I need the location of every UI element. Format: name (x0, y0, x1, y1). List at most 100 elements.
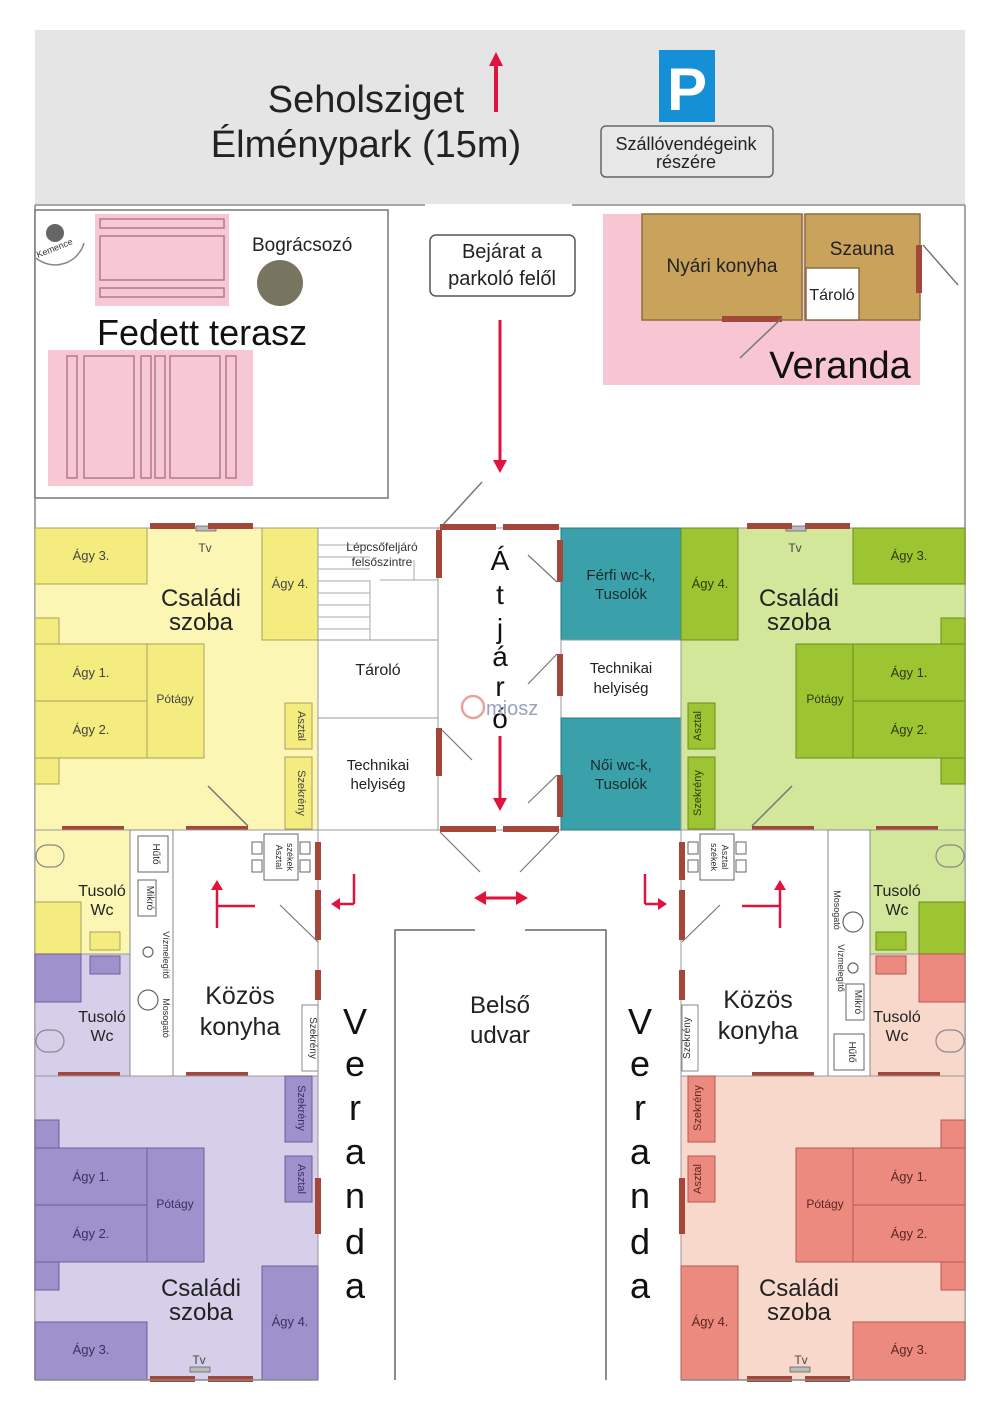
bed-2-label: Ágy 2. (73, 1226, 110, 1241)
veranda-left-letter: V (343, 1001, 367, 1042)
inner-yard-outline (394, 929, 475, 1380)
table-chairs-label-2: székek (709, 843, 719, 872)
table-label: Asztal (692, 1164, 704, 1194)
fridge (833, 1033, 865, 1071)
bed-2-label: Ágy 2. (891, 722, 928, 737)
bed-4 (261, 527, 319, 641)
door (557, 775, 563, 817)
sink-icon (137, 989, 159, 1011)
family-room-label-line1: Családi (161, 1275, 241, 1302)
bed-1-label: Ágy 1. (891, 665, 928, 680)
tv-label: Tv (794, 1353, 807, 1367)
veranda-left-letter: a (345, 1265, 366, 1306)
wardrobe (687, 1075, 716, 1143)
watermark-logo-icon (460, 694, 486, 720)
family-room-label-line1: Családi (759, 585, 839, 612)
wardrobe (681, 1004, 699, 1072)
table-chairs-label-2: székek (285, 843, 295, 872)
bed-4-label: Ágy 4. (272, 576, 309, 591)
door (186, 826, 248, 832)
family-room-label-line2: szoba (767, 609, 832, 636)
door (916, 245, 922, 293)
bed-3-label: Ágy 3. (891, 1342, 928, 1357)
door (679, 890, 685, 940)
parking-sign-icon (659, 50, 715, 122)
passage-arrow-icon (493, 736, 507, 811)
water-heater-label: Vízmelegítő (161, 931, 171, 979)
mens-wc (560, 527, 682, 641)
womens-wc-line2: Tusolók (595, 776, 647, 793)
veranda-left-letter: e (345, 1043, 365, 1084)
wardrobe (301, 1004, 319, 1072)
extra-bed (795, 1147, 854, 1263)
passage-letter: j (496, 613, 503, 644)
summer-kitchen-label: Nyári konyha (667, 256, 778, 277)
bed-2 (852, 700, 966, 759)
passage-letter: á (492, 641, 508, 672)
sauna-storage-label: Tároló (809, 287, 854, 304)
door (150, 1376, 195, 1382)
picnic-table-1 (95, 214, 229, 306)
veranda-left-letter: a (345, 1131, 366, 1172)
parking-label-line2: részére (656, 152, 716, 172)
center-storage-label: Tároló (355, 662, 400, 679)
water-heater-icon (847, 962, 859, 974)
wardrobe-label: Szekrény (692, 1085, 704, 1131)
bed-4-label: Ágy 4. (692, 576, 729, 591)
technical-room-left-line1: Technikai (347, 757, 410, 774)
shower-label: Tusoló (873, 1009, 921, 1026)
extra-bed-label: Pótágy (156, 1197, 193, 1211)
wardrobe-label: Szekrény (682, 1017, 693, 1059)
mens-wc-line2: Tusolók (595, 586, 647, 603)
summer-kitchen (641, 213, 803, 321)
veranda-right-letter: r (634, 1087, 646, 1128)
family-room-label-line2: szoba (767, 1299, 832, 1326)
passage-letter: Á (491, 545, 510, 576)
double-arrow-icon (474, 891, 528, 905)
table-chairs (687, 833, 747, 881)
extra-bed-label: Pótágy (156, 692, 193, 706)
tv-icon (789, 1366, 811, 1373)
water-heater-icon (142, 946, 154, 958)
parking-symbol: P (667, 56, 707, 123)
table-chairs-label-1: Asztal (274, 845, 284, 870)
womens-wc (560, 717, 682, 831)
door (208, 1376, 253, 1382)
center-storage (317, 639, 439, 719)
wardrobe (687, 756, 716, 830)
bed-2 (34, 1204, 148, 1263)
bed-2-label: Ágy 2. (73, 722, 110, 737)
veranda-right-letter: d (630, 1221, 650, 1262)
passage-letter: r (495, 671, 504, 702)
table (284, 702, 313, 750)
womens-wc-line1: Női wc-k, (590, 757, 652, 774)
tv-label: Tv (192, 1353, 205, 1367)
kitchen-label-line2: konyha (200, 1013, 281, 1041)
door (679, 970, 685, 1000)
door (805, 523, 850, 529)
bed-1 (34, 1147, 148, 1206)
kitchen-label-line1: Közös (205, 982, 274, 1010)
fridge-label: Hűtő (150, 843, 161, 865)
terrace-title: Fedett terasz (97, 312, 307, 353)
entrance-line1: Bejárat a (462, 241, 543, 263)
passage-letter: ó (492, 703, 508, 734)
technical-room-right-line1: Technikai (590, 660, 653, 677)
veranda-left-letter: n (345, 1175, 365, 1216)
veranda-right-letter: n (630, 1175, 650, 1216)
bed-3 (852, 527, 966, 585)
door (186, 1072, 248, 1078)
micro-label: Mikró (144, 886, 155, 911)
door (62, 826, 124, 832)
tv-label: Tv (198, 541, 211, 555)
shower-label: Tusoló (78, 1009, 126, 1026)
entrance-label-box (429, 234, 576, 297)
water-heater-label: Vízmelegítő (836, 944, 846, 992)
table-chairs (251, 833, 311, 881)
wc-label: Wc (90, 1028, 113, 1045)
family-room-label-line1: Családi (759, 1275, 839, 1302)
veranda-left-letter: r (349, 1087, 361, 1128)
direction-arrow-icon (211, 880, 255, 928)
wc-label: Wc (885, 902, 908, 919)
